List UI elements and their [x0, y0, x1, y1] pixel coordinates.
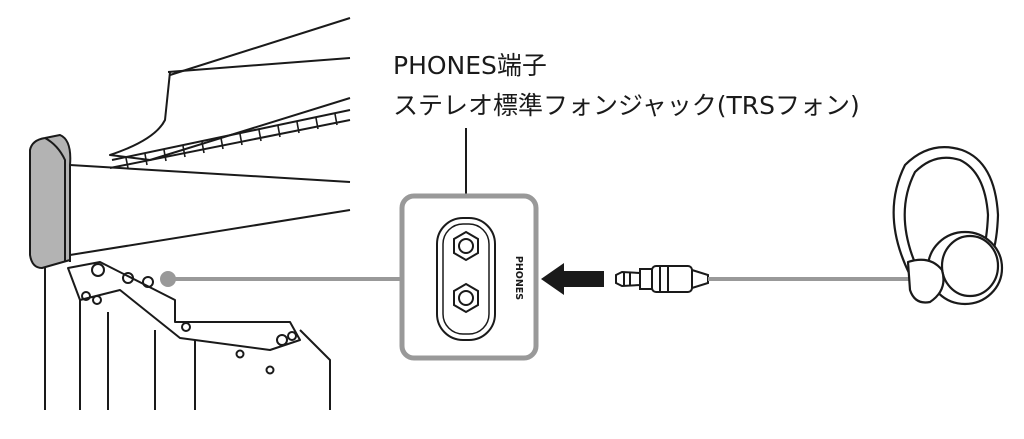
piano-body-icon: [29, 17, 351, 410]
connector-leader-line: [160, 271, 402, 287]
callout-subtitle: ステレオ標準フォンジャック(TRSフォン): [393, 91, 860, 120]
insert-arrow-icon: [541, 263, 604, 295]
phones-jack-panel-icon: [399, 193, 539, 361]
headphones-icon: [892, 146, 1004, 306]
phones-panel-label: PHONES: [513, 256, 524, 300]
callout-title: PHONES端子: [393, 51, 547, 80]
trs-plug-icon: [615, 265, 709, 293]
